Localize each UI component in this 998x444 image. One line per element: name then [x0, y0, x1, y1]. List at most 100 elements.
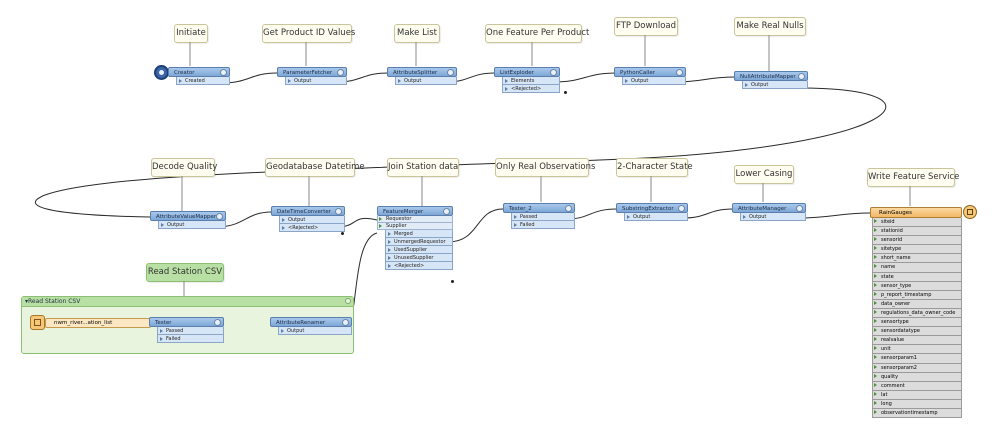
gear-icon[interactable] [337, 69, 344, 76]
gear-icon[interactable] [447, 69, 454, 76]
transformer-tester[interactable]: Tester Passed Failed [149, 317, 224, 343]
writer-attribute[interactable]: short_name [872, 254, 962, 264]
port-unused-supplier[interactable]: UnusedSupplier [385, 254, 453, 262]
transformer-python-caller[interactable]: PythonCaller Output [614, 67, 686, 85]
transformer-attribute-manager-header[interactable]: AttributeManager [732, 203, 806, 213]
transformer-attribute-renamer-header[interactable]: AttributeRenamer [270, 317, 352, 327]
transformer-list-exploder-header[interactable]: ListExploder [494, 67, 560, 77]
writer-attribute[interactable]: long [872, 399, 962, 409]
writer-attribute[interactable]: siteid [872, 218, 962, 228]
writer-attribute[interactable]: name [872, 263, 962, 273]
gear-icon[interactable] [443, 208, 450, 215]
port-output[interactable]: Output [624, 213, 688, 221]
port-used-supplier[interactable]: UsedSupplier [385, 246, 453, 254]
writer-attribute[interactable]: sitetype [872, 245, 962, 255]
port-rejected[interactable]: <Rejected> [502, 85, 560, 93]
transformer-feature-merger-header[interactable]: FeatureMerger [377, 206, 453, 216]
port-output[interactable]: Output [740, 213, 806, 221]
port-failed[interactable]: Failed [157, 335, 224, 343]
transformer-attribute-value-mapper[interactable]: AttributeValueMapper Output [150, 211, 226, 229]
port-rejected[interactable]: <Rejected> [279, 224, 345, 232]
writer-header[interactable]: RainGauges [870, 207, 962, 218]
transformer-attribute-value-mapper-header[interactable]: AttributeValueMapper [150, 211, 226, 221]
transformer-creator-name: Creator [174, 70, 195, 76]
writer-attribute[interactable]: lat [872, 390, 962, 400]
writer-attribute[interactable]: stationid [872, 227, 962, 237]
writer-attribute[interactable]: realvalue [872, 336, 962, 346]
gear-icon[interactable] [550, 69, 557, 76]
port-passed[interactable]: Passed [157, 327, 224, 335]
feature-service-writer-icon[interactable] [963, 205, 977, 219]
port-unmerged-requestor[interactable]: UnmergedRequestor [385, 238, 453, 246]
writer-attribute[interactable]: state [872, 272, 962, 282]
transformer-datetime-converter-header[interactable]: DateTimeConverter [271, 206, 345, 216]
transformer-creator[interactable]: Creator Created [168, 67, 230, 85]
creator-icon[interactable] [154, 65, 169, 80]
transformer-attribute-renamer[interactable]: AttributeRenamer Output [270, 317, 352, 335]
writer-attribute[interactable]: sensorparam2 [872, 363, 962, 373]
writer-attribute[interactable]: sensorid [872, 236, 962, 246]
writer-attribute[interactable]: sensorparam1 [872, 354, 962, 364]
input-port-supplier[interactable]: Supplier [377, 223, 453, 230]
gear-icon[interactable] [220, 69, 227, 76]
port-output[interactable]: Output [395, 77, 457, 85]
gear-icon[interactable] [335, 208, 342, 215]
writer-attribute[interactable]: data_owner [872, 299, 962, 309]
transformer-tester-header[interactable]: Tester [149, 317, 224, 327]
transformer-attribute-manager[interactable]: AttributeManager Output [732, 203, 806, 221]
port-output[interactable]: Output [285, 77, 347, 85]
transformer-null-attribute-mapper-header[interactable]: NullAttributeMapper [734, 71, 808, 81]
port-output[interactable]: Output [158, 221, 226, 229]
port-merged[interactable]: Merged [385, 230, 453, 238]
transformer-tester-2-header[interactable]: Tester_2 [503, 203, 575, 213]
gear-icon[interactable] [678, 205, 685, 212]
reader-output-port[interactable]: nwm_river...ation_list [45, 318, 151, 328]
gear-icon[interactable] [798, 73, 805, 80]
transformer-feature-merger[interactable]: FeatureMerger Requestor Supplier Merged … [377, 206, 453, 270]
gear-icon[interactable] [796, 205, 803, 212]
writer-attribute[interactable]: sensordatatype [872, 327, 962, 337]
port-created[interactable]: Created [176, 77, 230, 85]
port-output[interactable]: Output [278, 327, 352, 335]
gear-icon[interactable] [676, 69, 683, 76]
transformer-parameter-fetcher[interactable]: ParameterFetcher Output [277, 67, 347, 85]
writer-attribute[interactable]: p_report_timestamp [872, 290, 962, 300]
port-passed[interactable]: Passed [511, 213, 575, 221]
transformer-attribute-splitter-header[interactable]: AttributeSplitter [387, 67, 457, 77]
port-output[interactable]: Output [279, 216, 345, 224]
transformer-attribute-splitter[interactable]: AttributeSplitter Output [387, 67, 457, 85]
transformer-creator-header[interactable]: Creator [168, 67, 230, 77]
input-port-requestor[interactable]: Requestor [377, 216, 453, 223]
transformer-tester-2[interactable]: Tester_2 Passed Failed [503, 203, 575, 229]
port-output[interactable]: Output [742, 81, 808, 89]
port-rejected[interactable]: <Rejected> [385, 262, 453, 270]
transformer-substring-extractor-header[interactable]: SubstringExtractor [616, 203, 688, 213]
transformer-datetime-converter[interactable]: DateTimeConverter Output <Rejected> [271, 206, 345, 232]
transformer-python-caller-header[interactable]: PythonCaller [614, 67, 686, 77]
transformer-null-attribute-mapper[interactable]: NullAttributeMapper Output [734, 71, 808, 89]
gear-icon[interactable] [342, 319, 349, 326]
port-output[interactable]: Output [622, 77, 686, 85]
writer-attribute[interactable]: unit [872, 345, 962, 355]
writer-attribute[interactable]: comment [872, 381, 962, 391]
annotation-one-feature: One Feature Per Product [485, 24, 589, 43]
csv-reader-icon[interactable] [30, 315, 45, 330]
gear-icon[interactable] [214, 319, 221, 326]
port-elements[interactable]: Elements [502, 77, 560, 85]
rejected-output-dot [341, 232, 344, 235]
gear-icon[interactable] [345, 298, 351, 304]
transformer-parameter-fetcher-header[interactable]: ParameterFetcher [277, 67, 347, 77]
gear-icon[interactable] [565, 205, 572, 212]
gear-icon[interactable] [216, 213, 223, 220]
transformer-substring-extractor[interactable]: SubstringExtractor Output [616, 203, 688, 221]
writer-attribute[interactable]: observationtimestamp [872, 408, 962, 419]
transformer-list-exploder[interactable]: ListExploder Elements <Rejected> [494, 67, 560, 93]
writer-attribute[interactable]: sensor_type [872, 281, 962, 291]
writer-attribute[interactable]: quality [872, 372, 962, 382]
bookmark-header[interactable]: ▾Read Station CSV [22, 297, 353, 307]
port-failed[interactable]: Failed [511, 221, 575, 229]
writer-attribute[interactable]: sensortype [872, 318, 962, 328]
writer-attribute[interactable]: regulations_data_owner_code [872, 308, 962, 319]
